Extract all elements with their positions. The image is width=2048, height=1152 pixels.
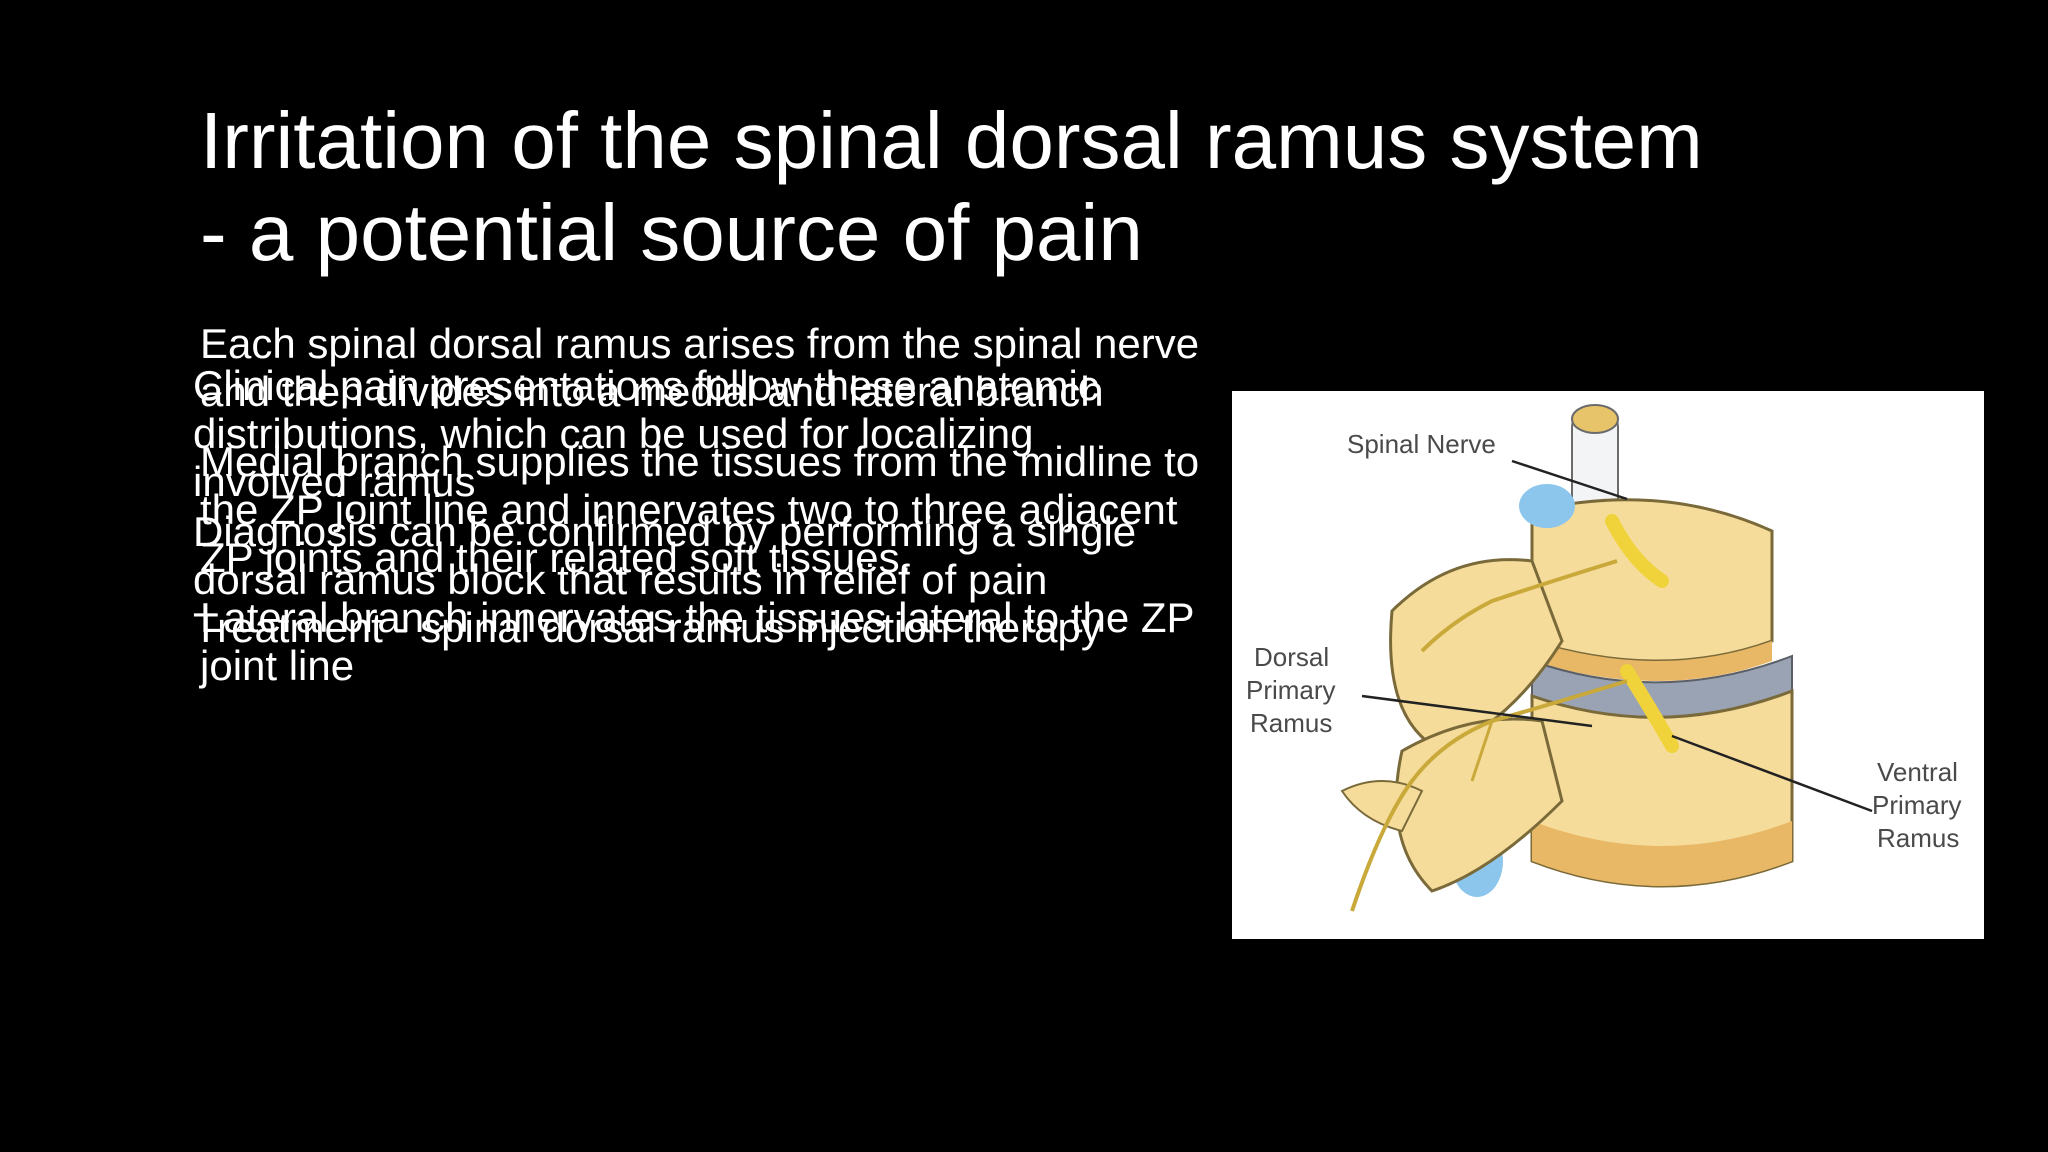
ventral-ramus-leader [1671,734,1873,813]
lower-posterior-elements [1394,717,1564,893]
upper-facet-cartilage [1519,484,1575,528]
label-dorsal-line-3: Ramus [1250,708,1332,738]
lower-vertebral-shade [1532,821,1792,886]
cord-cross-section [1571,404,1619,434]
upper-posterior-elements [1389,558,1564,753]
upper-dorsal-branch [1420,559,1618,653]
text-block-clinical: Clinical pain presentations follow these… [193,362,1183,658]
label-ventral-line-3: Ramus [1877,823,1959,853]
treatment-text: Treatment - spinal dorsal ramus injectio… [193,604,1102,651]
spine-anatomy-figure: Spinal Nerve Dorsal Primary Ramus Ventra… [1232,391,1984,939]
dorsal-ramus-leader [1361,694,1593,728]
text-block-anatomy: Each spinal dorsal ramus arises from the… [200,320,1210,690]
upper-vertebral-shade [1532,641,1772,681]
clinical-presentation-text: Clinical pain presentations follow these… [193,362,1099,505]
spinal-nerve-leader [1511,459,1628,501]
label-spinal-nerve: Spinal Nerve [1347,429,1496,459]
label-ventral-line-1: Ventral [1877,757,1958,787]
lower-spinal-nerve-root [1620,664,1679,753]
medial-branch [1470,720,1494,782]
title-line-2: - a potential source of pain [200,188,1143,277]
dorsal-ramus-origin-text: Each spinal dorsal ramus arises from the… [200,320,1200,415]
label-dorsal-line-1: Dorsal [1254,642,1329,672]
dorsal-ramus-branch [1350,679,1628,912]
diagnosis-text: Diagnosis can be confirmed by performing… [193,508,1137,603]
title-line-1: Irritation of the spinal dorsal ramus sy… [200,96,1703,185]
label-dorsal-line-2: Primary [1246,675,1336,705]
label-ventral-line-2: Primary [1872,790,1962,820]
slide-title: Irritation of the spinal dorsal ramus sy… [200,95,1800,279]
spine-anatomy-illustration: Spinal Nerve Dorsal Primary Ramus Ventra… [1246,404,1962,912]
upper-spinal-nerve-root [1605,514,1669,588]
lateral-branch-text: Lateral branch innervates the tissues la… [200,594,1194,689]
medial-branch-text: Medial branch supplies the tissues from … [200,438,1200,581]
